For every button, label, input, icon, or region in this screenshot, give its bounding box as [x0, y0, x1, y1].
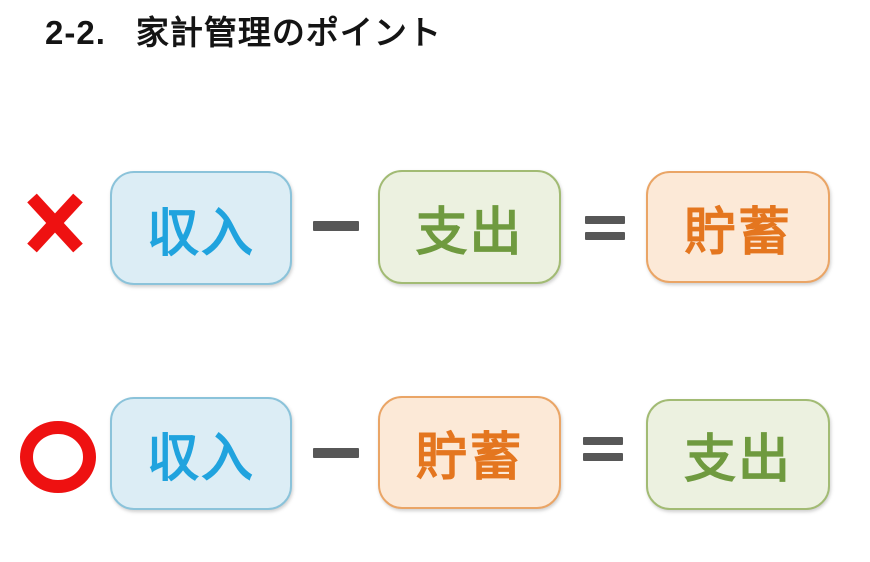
correct-circle-mark-icon	[20, 421, 96, 493]
term-label-income: 収入	[146, 204, 255, 263]
minus-icon	[313, 448, 359, 458]
equals-icon	[583, 437, 623, 461]
title-number: 2-2.	[45, 14, 106, 51]
term-box-income-row2: 収入	[110, 397, 292, 510]
term-box-expense-row2: 支出	[646, 399, 830, 510]
term-label-saving: 貯蓄	[683, 203, 792, 262]
minus-icon	[313, 221, 359, 231]
title-text: 家計管理のポイント	[135, 14, 442, 51]
equals-icon	[585, 216, 625, 240]
page-title: 2-2. 家計管理のポイント	[45, 6, 442, 54]
term-box-income-row1: 収入	[110, 171, 292, 285]
term-label-income: 収入	[146, 430, 255, 488]
term-box-expense-row1: 支出	[378, 170, 561, 284]
term-label-expense: 支出	[415, 203, 524, 262]
term-box-saving-row2: 貯蓄	[378, 396, 561, 509]
term-label-expense: 支出	[683, 431, 792, 489]
wrong-cross-mark-icon	[27, 193, 83, 253]
term-box-saving-row1: 貯蓄	[646, 171, 830, 283]
term-label-saving: 貯蓄	[415, 429, 524, 487]
